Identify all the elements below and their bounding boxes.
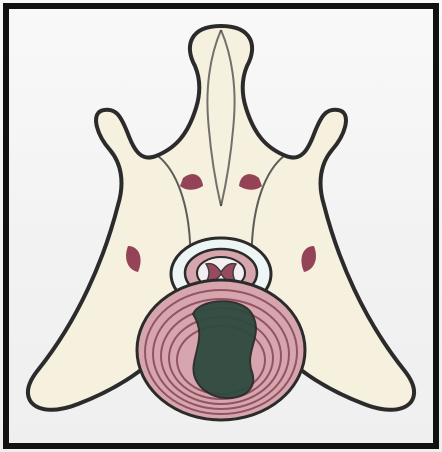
disc-nucleus <box>193 301 256 398</box>
intervertebral-disc <box>137 280 305 420</box>
